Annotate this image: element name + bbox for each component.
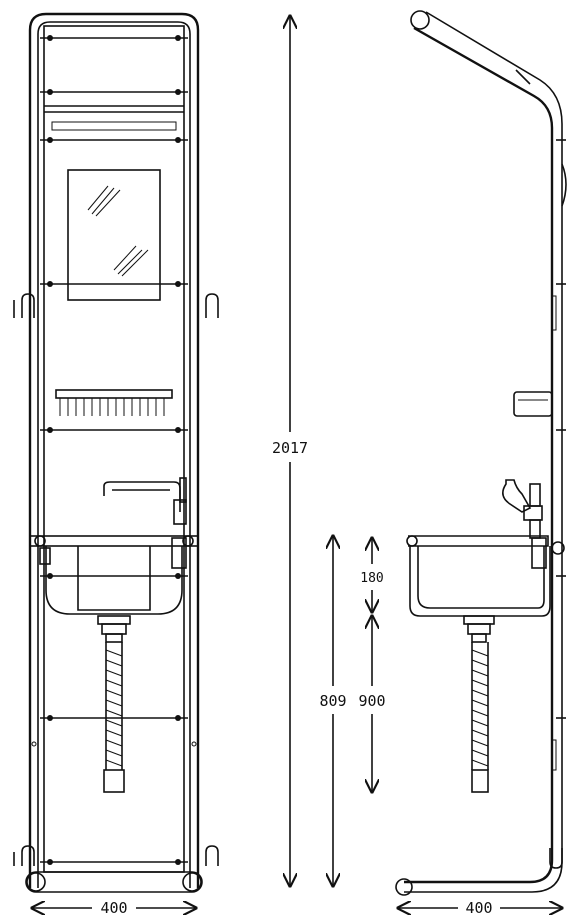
side-drain-hose	[463, 615, 495, 793]
side-basin	[406, 535, 565, 617]
front-width-dimension: 400	[32, 899, 196, 917]
basin-lip-label: 180	[360, 571, 383, 586]
front-brackets	[40, 35, 188, 865]
front-width-label: 400	[100, 899, 127, 917]
side-width-dimension: 400	[398, 899, 562, 917]
total-height-label: 2017	[272, 439, 308, 457]
front-hooks	[13, 293, 219, 866]
basin-depth-label: 900	[358, 692, 385, 710]
front-view: 400	[13, 12, 219, 917]
side-frame	[395, 10, 567, 896]
side-faucet	[502, 479, 543, 539]
front-faucet	[103, 477, 187, 525]
front-drain-hose	[97, 615, 131, 793]
height-dimensions: 2017 809 180 900	[272, 16, 386, 886]
side-width-label: 400	[465, 899, 492, 917]
mirror	[67, 169, 161, 301]
side-shelf	[513, 391, 553, 417]
front-basin	[29, 535, 199, 615]
front-frame	[25, 12, 203, 893]
side-view: 400	[395, 10, 567, 917]
front-shelf	[55, 389, 173, 416]
front-panel	[43, 25, 185, 873]
basin-height-label: 809	[319, 692, 346, 710]
